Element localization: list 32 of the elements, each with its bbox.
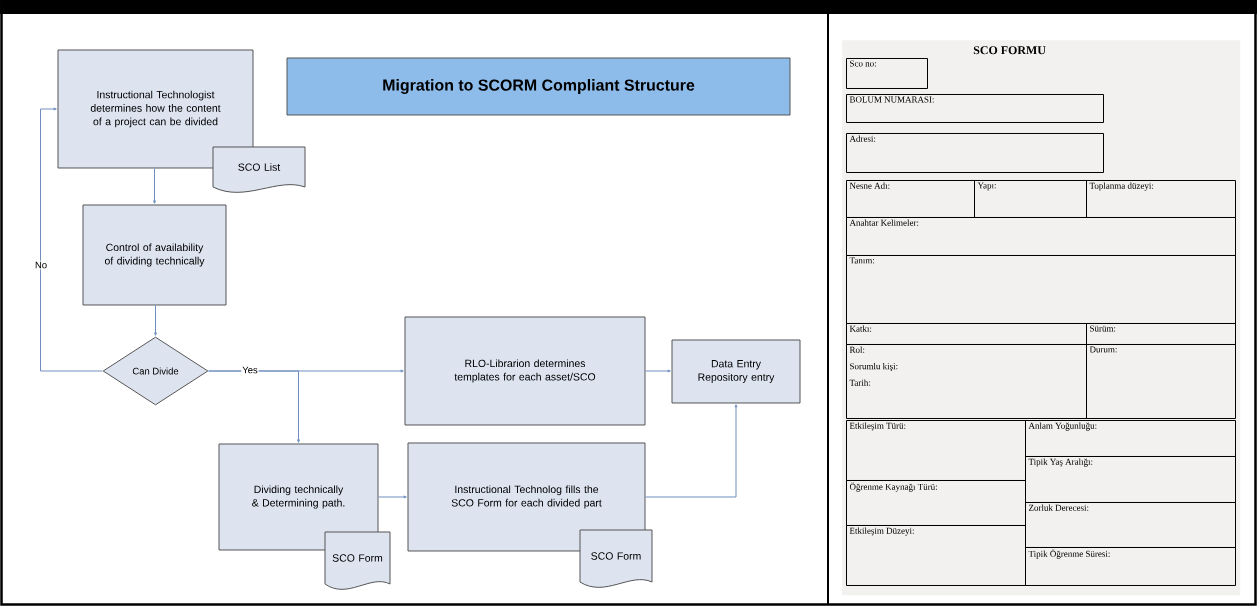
edge-label: No — [33, 260, 49, 270]
form-field: Rol: Sorumlu kişi: Tarih: — [846, 344, 1087, 419]
form-field: Durum: — [1086, 344, 1236, 419]
form-field: Yapı: — [974, 180, 1087, 218]
form-field: Sürüm: — [1086, 323, 1236, 345]
form-field: BOLUM NUMARASI: — [846, 94, 1104, 123]
form-field: Nesne Adı: — [846, 180, 975, 218]
form-field: Anahtar Kelimeler: — [846, 217, 1236, 256]
arrow — [378, 495, 407, 499]
arrow — [645, 369, 671, 373]
form-field: Sco no: — [846, 58, 928, 89]
form-field: Tanım: — [846, 255, 1236, 324]
form-field: Tipik Yaş Aralığı: — [1025, 456, 1236, 503]
form-field: Toplanma düzeyi: — [1086, 180, 1236, 218]
arrow — [645, 404, 738, 498]
arrow — [154, 305, 157, 336]
form-field: Zorluk Derecesi: — [1025, 502, 1236, 548]
form-field: Tipik Öğrenme Süresi: — [1025, 547, 1236, 586]
title-box: Migration to SCORM Compliant Structure — [286, 57, 791, 116]
form-field: Öğrenme Kaynağı Türü: — [846, 480, 1026, 526]
arrow — [40, 107, 103, 372]
arrow — [153, 168, 156, 204]
process-box: RLO-Librarion determines templates for each asset/SCO — [404, 316, 646, 426]
form-field: Katkı: — [846, 323, 1087, 345]
form-field: Etkileşim Düzeyi: — [846, 525, 1026, 586]
form-field: Etkileşim Türü: — [846, 420, 1026, 481]
process-box: Control of availability of dividing technically — [82, 204, 227, 306]
form-field: Anlam Yoğunluğu: — [1025, 420, 1236, 457]
arrow — [208, 370, 300, 443]
edge-label: Yes — [241, 365, 259, 375]
form-field: Adresi: — [846, 133, 1104, 173]
process-box: Data Entry Repository entry — [671, 339, 801, 404]
